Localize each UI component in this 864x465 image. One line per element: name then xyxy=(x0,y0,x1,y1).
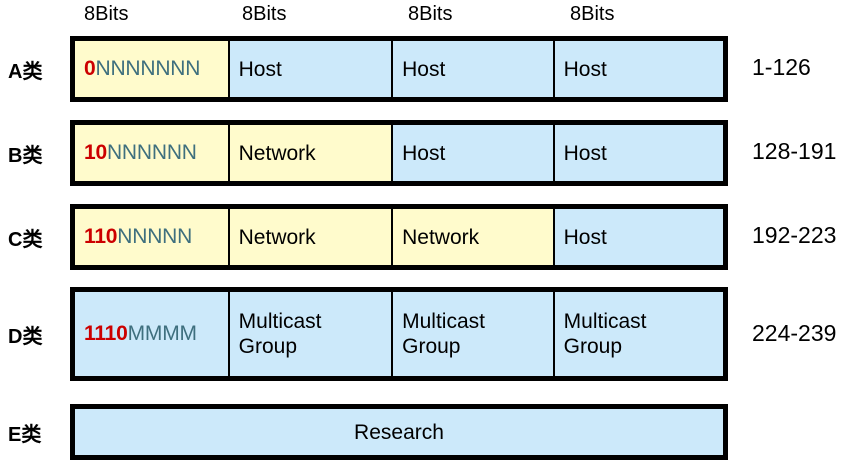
segment-label: Host xyxy=(238,57,282,81)
address-class-bar-row-5: Research xyxy=(70,404,728,460)
address-range-row-1: 1-126 xyxy=(752,54,811,80)
segment-label: Multicast Group xyxy=(238,310,322,358)
bit-suffix: NNNNN xyxy=(117,225,193,248)
address-range-row-4: 224-239 xyxy=(752,320,837,346)
segment-cell-row-4-col-4: Multicast Group xyxy=(554,292,723,376)
segment-cell-row-4-col-2: Multicast Group xyxy=(229,292,394,376)
column-header-bits-4: 8Bits xyxy=(570,3,615,25)
column-header-bits-2: 8Bits xyxy=(242,3,287,25)
segment-cell-row-5-col-1: Research xyxy=(75,409,723,455)
bit-prefix: 0 xyxy=(84,57,96,80)
segment-cell-row-3-col-2: Network xyxy=(229,209,394,265)
segment-cell-row-1-col-2: Host xyxy=(229,41,394,97)
address-range-row-3: 192-223 xyxy=(752,222,837,248)
segment-label: Host xyxy=(402,57,446,81)
segment-label: Network xyxy=(238,141,316,165)
address-range-row-2: 128-191 xyxy=(752,138,837,164)
segment-cell-row-2-col-4: Host xyxy=(554,125,723,181)
class-label-row-1: A类 xyxy=(8,61,43,83)
segment-label: Host xyxy=(402,141,446,165)
segment-cell-row-1-col-4: Host xyxy=(554,41,723,97)
class-label-row-5: E类 xyxy=(8,424,42,446)
class-label-row-4: D类 xyxy=(8,326,43,348)
segment-label: Host xyxy=(563,57,607,81)
segment-cell-row-2-col-2: Network xyxy=(229,125,394,181)
segment-label: Network xyxy=(238,225,316,249)
segment-cell-row-2-col-3: Host xyxy=(393,125,555,181)
bit-suffix: NNNNNNN xyxy=(95,57,201,80)
segment-cell-row-1-col-3: Host xyxy=(393,41,555,97)
segment-label: Host xyxy=(563,225,607,249)
segment-label: Multicast Group xyxy=(563,310,647,358)
segment-cell-row-4-col-3: Multicast Group xyxy=(393,292,555,376)
segment-label: Research xyxy=(354,420,444,444)
bit-prefix: 1110 xyxy=(84,322,128,345)
segment-label: Host xyxy=(563,141,607,165)
class-label-row-2: B类 xyxy=(8,145,43,167)
bit-suffix: NNNNNN xyxy=(106,141,197,164)
column-header-bits-3: 8Bits xyxy=(408,3,453,25)
bit-prefix: 10 xyxy=(84,141,107,164)
segment-label: Network xyxy=(402,225,480,249)
class-label-row-3: C类 xyxy=(8,229,43,251)
segment-label: Multicast Group xyxy=(402,310,485,358)
segment-cell-row-3-col-4: Host xyxy=(554,209,723,265)
column-header-bits-1: 8Bits xyxy=(84,3,129,25)
bit-prefix: 110 xyxy=(84,225,118,248)
bit-suffix: MMMM xyxy=(127,322,197,345)
segment-cell-row-3-col-3: Network xyxy=(393,209,555,265)
